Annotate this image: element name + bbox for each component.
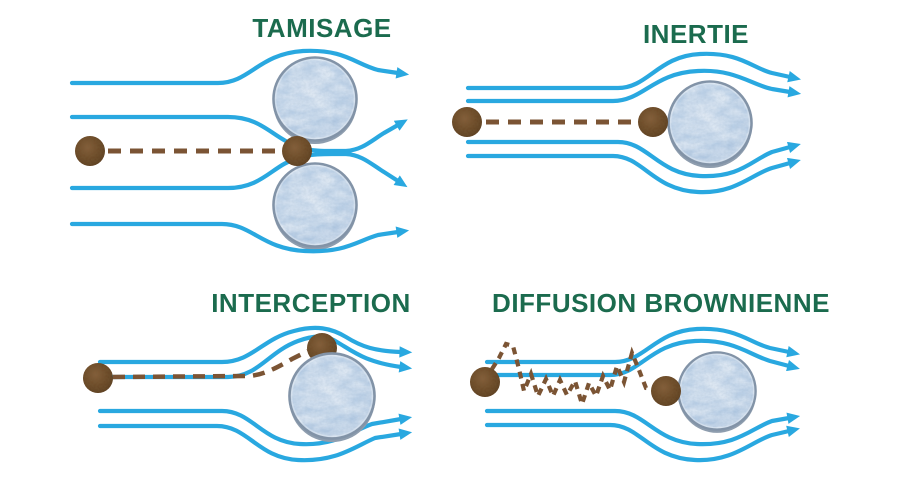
- dust-particle-incoming: [470, 367, 500, 397]
- flow-line: [97, 423, 413, 463]
- dust-particle-captured: [282, 136, 312, 166]
- fiber-circle: [272, 162, 358, 250]
- flow-line: [465, 68, 802, 104]
- panel-interception: [83, 325, 413, 463]
- panel-title-diffusion: DIFFUSION BROWNIENNE: [492, 288, 830, 318]
- flow-line: [465, 153, 801, 195]
- panel-inertie: [452, 51, 802, 195]
- particle-trajectory: [112, 348, 310, 380]
- panel-title-tamisage: TAMISAGE: [252, 13, 392, 43]
- fiber-circle: [667, 80, 753, 168]
- flow-line: [484, 422, 800, 463]
- flow-line: [69, 48, 410, 86]
- dust-particle-incoming: [83, 363, 113, 393]
- flow-line: [484, 408, 801, 447]
- dust-particle-incoming: [452, 107, 482, 137]
- flow-line: [69, 221, 410, 254]
- fiber-circle: [677, 351, 757, 433]
- flow-line: [465, 139, 801, 179]
- flow-line: [465, 51, 801, 91]
- brownian-trajectory: [490, 341, 655, 411]
- dust-particle-captured: [638, 107, 668, 137]
- panel-diffusion: [470, 326, 801, 463]
- fiber-circle: [272, 56, 358, 144]
- flow-line: [97, 325, 413, 365]
- panel-tamisage: [69, 48, 410, 254]
- flow-line: [484, 326, 801, 365]
- panel-title-interception: INTERCEPTION: [211, 288, 411, 318]
- fiber-circle: [288, 352, 376, 442]
- dust-particle-incoming: [75, 136, 105, 166]
- panel-title-inertie: INERTIE: [642, 19, 750, 49]
- dust-particle-captured: [651, 376, 681, 406]
